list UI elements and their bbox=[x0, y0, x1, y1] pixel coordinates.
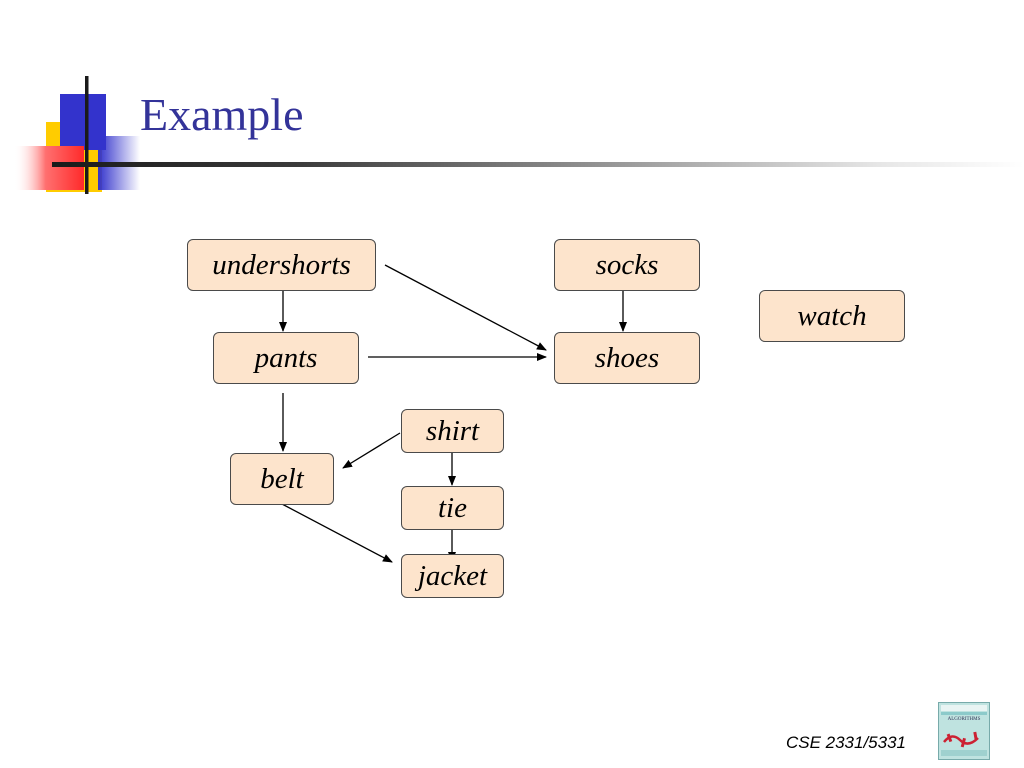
node-socks: socks bbox=[554, 239, 700, 291]
deco-red-bar bbox=[14, 146, 84, 190]
node-tie: tie bbox=[401, 486, 504, 530]
node-pants: pants bbox=[213, 332, 359, 384]
node-jacket: jacket bbox=[401, 554, 504, 598]
edge-undershorts-shoes bbox=[384, 264, 547, 351]
node-belt: belt bbox=[230, 453, 334, 505]
node-watch: watch bbox=[759, 290, 905, 342]
title-underline bbox=[52, 162, 1024, 167]
slide-title: Example bbox=[140, 89, 304, 140]
edge-belt-jacket bbox=[281, 503, 393, 563]
course-footer: CSE 2331/5331 bbox=[785, 733, 906, 752]
node-shirt: shirt bbox=[401, 409, 504, 453]
node-undershorts: undershorts bbox=[187, 239, 376, 291]
deco-vertical-line bbox=[85, 76, 89, 194]
title-decoration bbox=[14, 76, 140, 194]
node-shoes: shoes bbox=[554, 332, 700, 384]
algorithms-book-cover-icon: ALGORITHMS bbox=[938, 702, 990, 760]
book-cover-title: ALGORITHMS bbox=[948, 717, 981, 722]
edge-shirt-belt bbox=[342, 432, 401, 469]
